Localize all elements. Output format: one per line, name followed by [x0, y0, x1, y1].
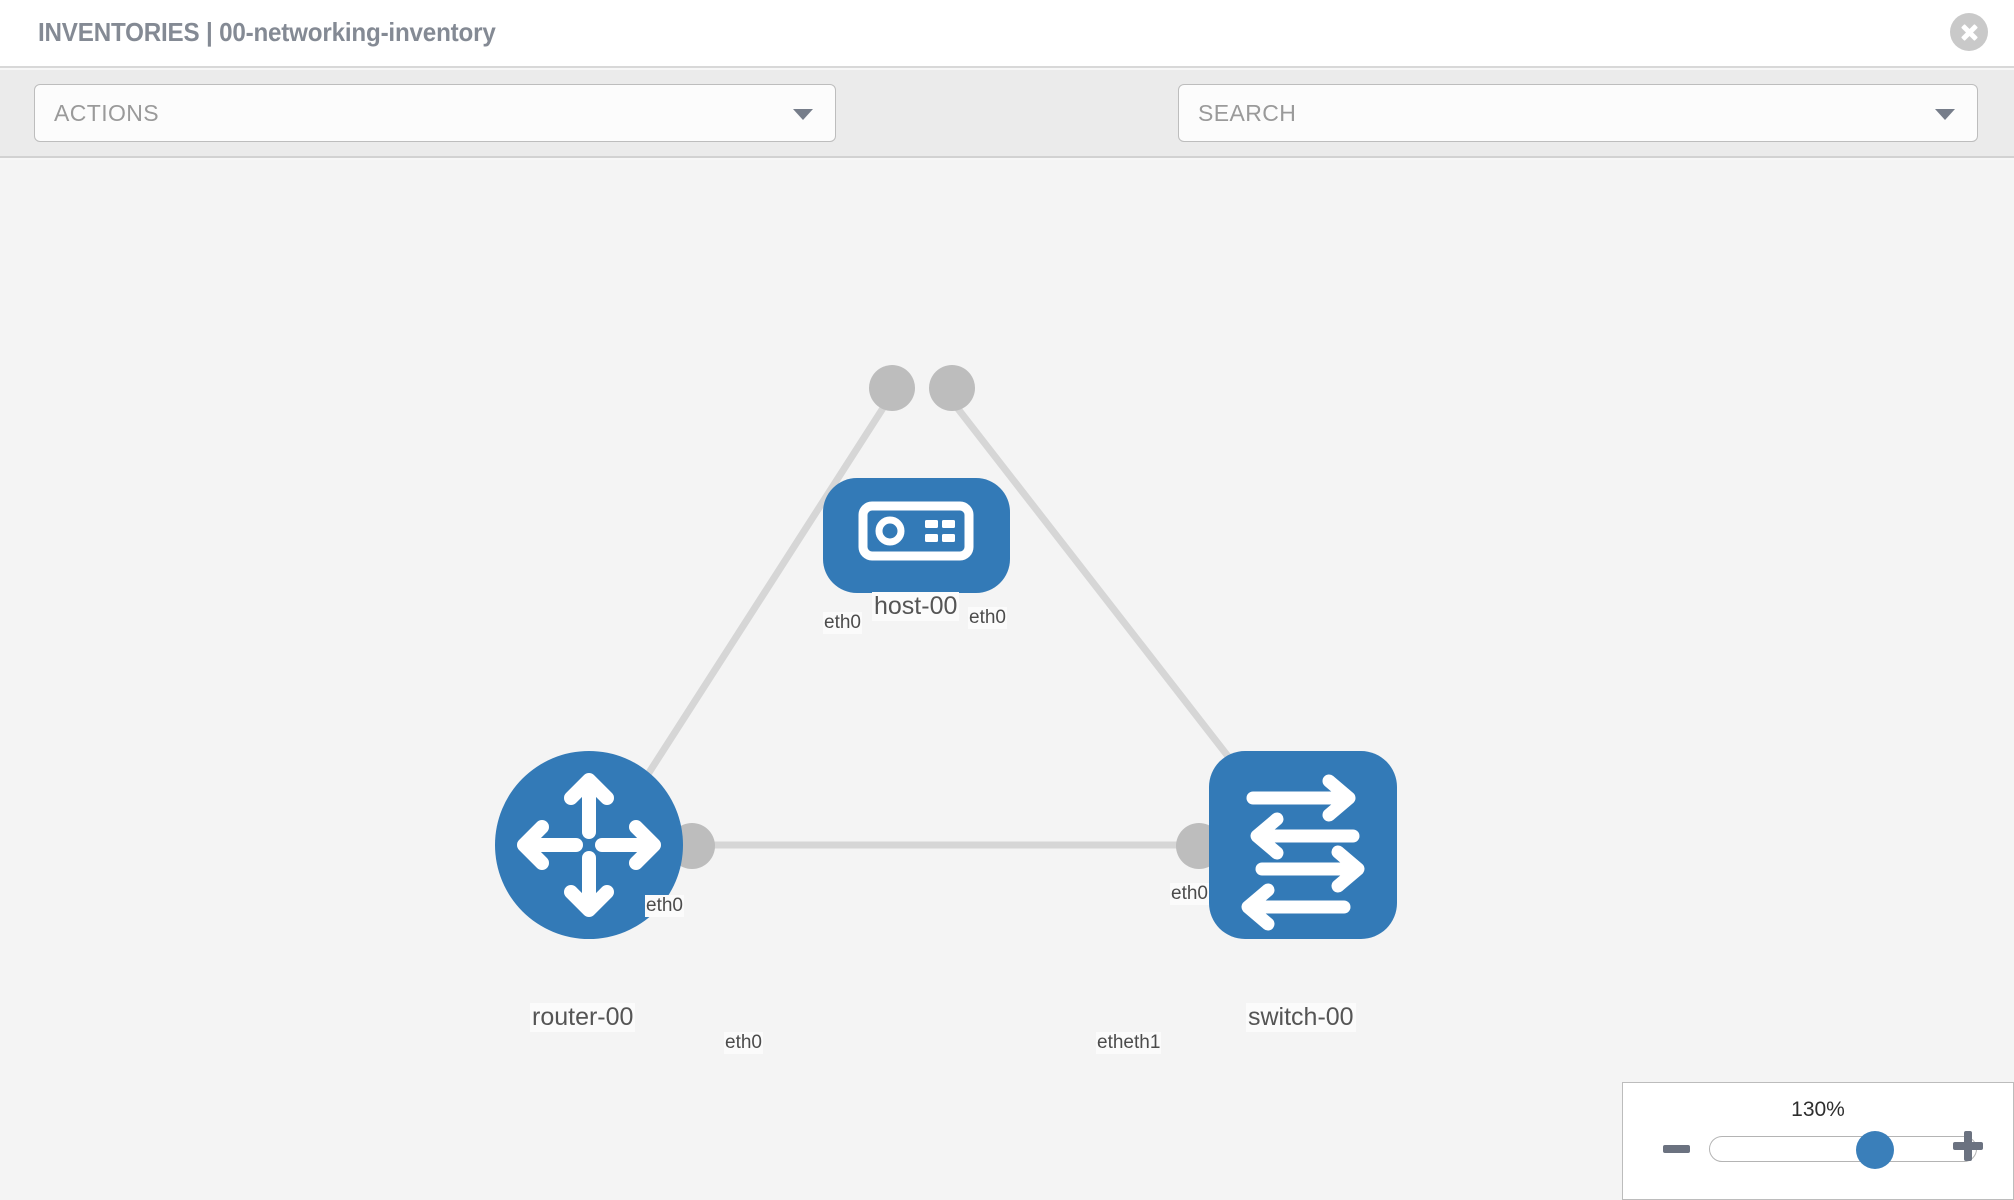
search-input[interactable]: SEARCH	[1178, 84, 1978, 142]
node-switch-00	[1209, 751, 1397, 939]
node-host-00	[823, 478, 1010, 593]
topology-canvas[interactable]: host-00 router-00 switch-00 eth0 eth0 et…	[0, 160, 2014, 1200]
edge-host-switch	[951, 401, 1266, 804]
edge-label: eth0	[823, 612, 862, 634]
node-label-host-00: host-00	[872, 592, 960, 621]
zoom-level-label: 130%	[1791, 1098, 1845, 1121]
topology-edges	[621, 401, 1266, 849]
zoom-slider-thumb[interactable]	[1856, 1131, 1894, 1169]
actions-dropdown[interactable]: ACTIONS	[34, 84, 836, 142]
zoom-in-button[interactable]	[1953, 1131, 1983, 1161]
edge-host-router	[621, 401, 889, 814]
zoom-control-panel: 130%	[1622, 1082, 2014, 1200]
node-label-router-00: router-00	[530, 1003, 636, 1032]
zoom-out-button[interactable]	[1663, 1145, 1690, 1153]
edge-label: eth0	[724, 1032, 763, 1054]
port-host-left	[869, 365, 915, 411]
actions-dropdown-label: ACTIONS	[54, 100, 160, 126]
toolbar: ACTIONS SEARCH	[0, 70, 2014, 198]
page-header: INVENTORIES | 00-networking-inventory	[0, 0, 2014, 68]
port-host-right	[929, 365, 975, 411]
edge-label: eth0	[645, 895, 684, 917]
page-title: INVENTORIES | 00-networking-inventory	[38, 17, 496, 47]
chevron-down-icon	[793, 109, 813, 120]
chevron-down-icon	[1935, 109, 1955, 120]
zoom-slider[interactable]	[1709, 1131, 1977, 1169]
edge-label: eth0	[1170, 883, 1209, 905]
edge-label: eth0	[968, 607, 1007, 629]
edge-label: etheth1	[1096, 1032, 1162, 1054]
search-placeholder: SEARCH	[1198, 100, 1297, 126]
node-router-00	[495, 751, 683, 939]
topology-ports	[669, 365, 1256, 869]
node-label-switch-00: switch-00	[1246, 1003, 1356, 1032]
close-icon[interactable]	[1950, 13, 1988, 51]
